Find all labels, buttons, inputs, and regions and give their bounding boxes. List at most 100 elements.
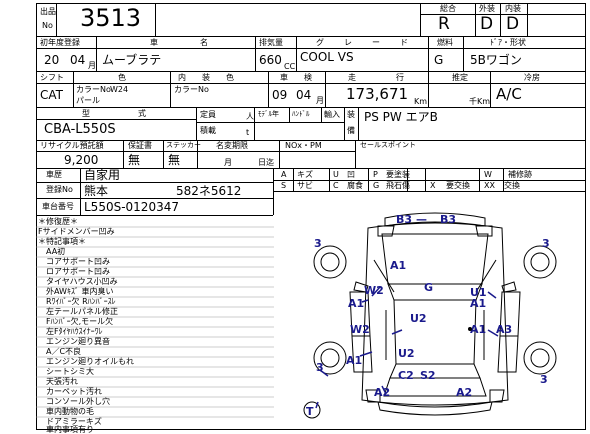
mark-g-roof: G <box>424 281 434 294</box>
equipment: PS PW エアB <box>364 110 438 124</box>
ac-label: 冷房 <box>524 73 540 82</box>
warranty-label: 保証書 <box>128 141 152 150</box>
chassis-number: L550S-0120347 <box>84 200 179 214</box>
left-taillight <box>365 389 381 403</box>
first-reg-month-unit: 月 <box>88 61 96 70</box>
mark-c2: C2 <box>398 369 414 382</box>
right-taillight <box>489 389 505 403</box>
recycle-label: リサイクル預託額 <box>40 141 104 150</box>
estimate-unit: 千Km <box>469 97 491 106</box>
legend-code-p: P <box>373 170 378 179</box>
sticker: 無 <box>168 153 181 167</box>
body-outline <box>361 222 509 406</box>
inspection-label-2: 検 <box>304 73 312 82</box>
interior-label-2: 装 <box>202 73 210 82</box>
door-shape: 5Bワゴン <box>470 53 522 67</box>
left-headlight <box>377 225 395 237</box>
damage-dot <box>468 327 472 331</box>
note-line: 左テールパネル修正 <box>46 307 118 316</box>
model-label-1: 型 <box>82 109 90 118</box>
note-line: ロアサポート凹み <box>46 267 110 276</box>
rear-left-door <box>351 335 373 373</box>
name-change-label: 名変期限 <box>216 141 248 150</box>
mark-3-rear-right: 3 <box>540 373 548 386</box>
color-no: W24 <box>110 85 129 94</box>
lot-label-2: No <box>42 21 53 30</box>
front-right-wheel <box>523 245 557 279</box>
recycle-fee: 9,200 <box>64 153 99 167</box>
model-year-label: ﾓﾃﾞﾙ年 <box>258 110 279 118</box>
mark-a1-right: A1 <box>470 297 487 310</box>
interior-label-3: 色 <box>226 73 234 82</box>
grade-label-exterior: 外装 <box>479 4 495 13</box>
reg-number: 582ネ5612 <box>176 184 242 198</box>
grade-label-3: ー <box>372 38 380 47</box>
import-label: 輸入 <box>324 110 340 119</box>
color-label: 色 <box>118 73 126 82</box>
equipment-label-2: 備 <box>347 126 355 135</box>
mark-b3-right: B3 <box>440 213 457 226</box>
note-line: 天張汚れ <box>46 377 78 386</box>
mark-a2-left: A2 <box>374 386 391 399</box>
note-line: 外AWｷｽﾞ 車内臭い <box>46 287 114 296</box>
rear-right-wheel <box>523 341 557 375</box>
capacity-label: 定員 <box>200 110 216 119</box>
cc-unit: CC <box>284 62 296 71</box>
note-line: シートシミ大 <box>46 367 94 376</box>
legend-desc-s: サビ <box>297 181 313 190</box>
legend-desc-u: 凹 <box>347 170 355 179</box>
note-line: コンソール外し穴 <box>46 397 110 406</box>
nox-label: NOx・PM <box>285 141 322 150</box>
first-reg-year: 20 <box>44 53 60 67</box>
front-left-wheel <box>313 245 347 279</box>
name-change-day: 日迄 <box>258 158 274 167</box>
first-reg-label: 初年度登録 <box>40 38 80 47</box>
model-label-2: 式 <box>138 109 146 118</box>
legend-code-x: X <box>430 181 436 190</box>
rear-left-wheel <box>313 341 347 375</box>
legend-code-w: W <box>484 170 492 179</box>
mileage: 173,671 <box>346 85 409 103</box>
door-shape-label: ﾄﾞｱ・形状 <box>490 38 526 47</box>
load-label: 積載 <box>200 126 216 135</box>
note-line: Fﾊﾝﾊﾟｰ欠,モール欠 <box>46 317 114 326</box>
note-line: A／C不良 <box>46 347 82 356</box>
displacement: 660 <box>259 53 282 67</box>
mark-w2-left-rear: W2 <box>350 323 370 336</box>
first-reg-month: 04 <box>70 53 86 67</box>
displacement-label: 排気量 <box>259 38 283 47</box>
legend-desc-c: 腐食 <box>347 181 363 190</box>
mark-w2-left-front: W2 <box>364 284 384 297</box>
history-label: 車歴 <box>46 170 62 179</box>
grade-label-2: レ <box>344 38 352 47</box>
note-line: ドアミラーキズ <box>46 417 102 426</box>
mark-a3-right: A3 <box>496 323 513 336</box>
history-value: 自家用 <box>84 168 121 182</box>
ac: A/C <box>496 85 522 103</box>
legend-desc-p: 要塗装 <box>386 170 410 179</box>
legend-desc-x: 要交換 <box>446 181 470 190</box>
mark-a1-hood: A1 <box>390 259 407 272</box>
mark-a2-right: A2 <box>456 386 473 399</box>
grade-label-1: グ <box>316 38 324 47</box>
car-name: ムーブラテ <box>102 53 162 67</box>
mark-u2-roof: U2 <box>410 312 427 325</box>
mark-3-rear-left: 3 <box>316 361 324 374</box>
reg-no-label: 登録No <box>46 185 73 194</box>
grade-overall: R <box>438 14 450 34</box>
shift-label: シフト <box>40 73 64 82</box>
inspection-unit: 月 <box>316 96 324 105</box>
note-line: 車内動物の毛 <box>46 407 94 416</box>
mark-3-front-left: 3 <box>314 237 322 250</box>
grade-label-overall: 総合 <box>440 4 456 13</box>
notes-ruling <box>36 226 274 418</box>
rear-right-door <box>497 335 519 373</box>
fuel-label: 燃料 <box>437 38 453 47</box>
note-line: 車内事項有り <box>46 425 94 434</box>
mileage-label-2: 行 <box>396 73 404 82</box>
interior-color-no-label: カラーNo <box>174 85 209 94</box>
sticker-label: ステッカー <box>166 141 201 149</box>
legend-desc-g: 飛石傷 <box>386 181 410 190</box>
mark-s2: S2 <box>420 369 436 382</box>
